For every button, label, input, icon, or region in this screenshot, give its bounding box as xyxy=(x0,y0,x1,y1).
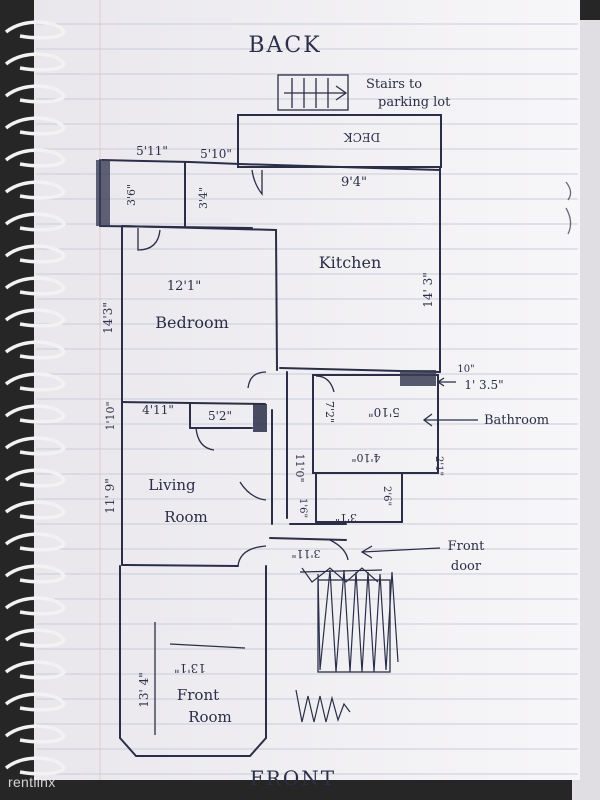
dim-bath-width: 5'10" xyxy=(368,405,400,419)
bathroom-label: Bathroom xyxy=(484,413,549,428)
stairs xyxy=(277,74,349,111)
front-door-label: Front xyxy=(448,539,485,554)
front-door-arrow xyxy=(360,545,441,559)
spiral-ring xyxy=(4,500,66,520)
dim-closet-left: 3'6" xyxy=(125,184,138,206)
front-room-label-2: Room xyxy=(188,708,232,726)
deck-label: DECK xyxy=(343,130,381,144)
front-label: FRONT xyxy=(250,766,336,790)
dim-front-room-height: 13' 4" xyxy=(137,672,151,708)
hatched-fixtures xyxy=(96,160,436,723)
dim-hall-closet: 5'2" xyxy=(208,409,232,423)
kitchen-label: Kitchen xyxy=(319,253,382,272)
dim-bath-small-top: 10" xyxy=(457,364,474,375)
bedroom-label: Bedroom xyxy=(155,313,229,332)
watermark-logo: rentlinx xyxy=(8,774,56,790)
dim-small-1: 1'6" xyxy=(297,498,308,518)
dim-bath-lower: 4'10" xyxy=(351,451,380,464)
dim-bedroom-height: 14'3" xyxy=(101,302,115,334)
dim-bedroom-width: 12'1" xyxy=(167,279,201,294)
spiral-ring xyxy=(4,404,66,424)
dimension-labels: 5'11" 5'10" 9'4" 3'6" 3'4" 12'1" 14'3" 1… xyxy=(101,144,504,708)
spiral-ring xyxy=(4,724,66,744)
spiral-ring xyxy=(4,180,66,200)
back-label: BACK xyxy=(248,33,321,58)
dim-hall-left: 1'10" xyxy=(104,401,117,430)
doors xyxy=(137,169,349,567)
dim-kitchen-width: 9'4" xyxy=(341,175,367,190)
dimension-arrow xyxy=(436,377,456,387)
living-label: Living xyxy=(148,476,196,494)
dim-living-height: 11' 9" xyxy=(103,478,117,514)
dim-kitchen-height: 14' 3" xyxy=(421,272,435,308)
ruled-lines xyxy=(36,23,578,775)
spiral-ring xyxy=(4,564,66,584)
spiral-ring xyxy=(4,308,66,328)
dim-hall-mid: 4'11" xyxy=(142,403,174,417)
spiral-ring xyxy=(4,692,66,712)
notebook-page xyxy=(34,0,580,780)
dim-closet-right: 3'4" xyxy=(197,187,210,209)
spiral-ring xyxy=(4,84,66,104)
spiral-ring xyxy=(4,660,66,680)
dim-entry-width: 3'11" xyxy=(291,547,320,560)
spiral-binding xyxy=(4,20,66,776)
spiral-ring xyxy=(4,468,66,488)
dim-hall-right: 2'6" xyxy=(381,486,392,506)
spiral-ring xyxy=(4,148,66,168)
front-door-label-2: door xyxy=(451,559,482,574)
stairs-label-2: parking lot xyxy=(378,95,451,110)
spiral-ring xyxy=(4,244,66,264)
room-labels: Kitchen Bedroom Bathroom Living Room Fro… xyxy=(148,253,549,726)
dim-bath-right: 2'1" xyxy=(433,456,444,476)
walls xyxy=(99,159,441,757)
dim-top-mid: 5'10" xyxy=(200,147,232,161)
spiral-ring xyxy=(4,756,66,776)
spiral-ring xyxy=(4,276,66,296)
spiral-ring xyxy=(4,596,66,616)
spiral-ring xyxy=(4,532,66,552)
dim-bath-height: 7'2" xyxy=(323,401,336,423)
bathroom-arrow xyxy=(422,413,478,427)
dim-hall-bottom: 3'1" xyxy=(335,511,357,524)
spiral-ring xyxy=(4,372,66,392)
spiral-ring xyxy=(4,212,66,232)
spiral-ring xyxy=(4,20,66,40)
spiral-ring xyxy=(4,116,66,136)
front-room-label: Front xyxy=(177,686,219,704)
dim-hall-height: 11'0" xyxy=(293,453,306,482)
spiral-ring xyxy=(4,436,66,456)
spiral-ring xyxy=(4,340,66,360)
dim-bath-side: 1' 3.5" xyxy=(464,378,503,392)
dim-front-room-width: 13'1" xyxy=(174,661,206,675)
spiral-ring xyxy=(4,628,66,648)
spiral-ring xyxy=(4,52,66,72)
dim-top-left: 5'11" xyxy=(136,144,168,158)
stairs-label: Stairs to xyxy=(366,77,422,92)
living-label-2: Room xyxy=(164,508,208,526)
